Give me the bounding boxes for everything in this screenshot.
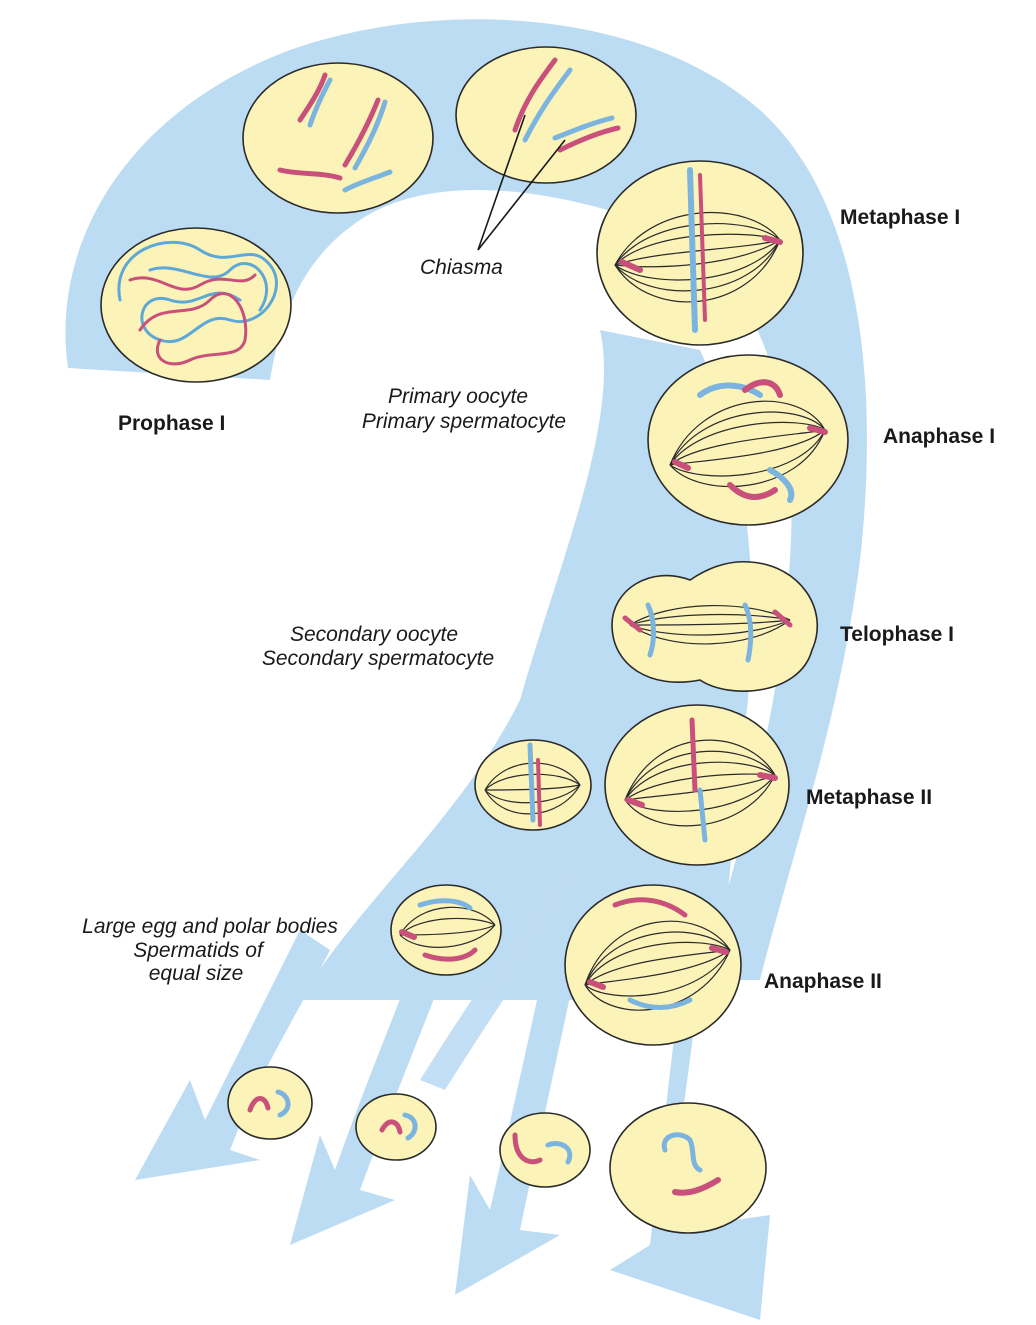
cell-telophase-1 bbox=[611, 560, 818, 692]
label-secondary-1: Secondary oocyte bbox=[290, 623, 458, 646]
cell-pairing bbox=[242, 62, 434, 214]
label-anaphase-1: Anaphase I bbox=[883, 425, 995, 448]
label-products-2: Spermatids of bbox=[133, 939, 265, 962]
label-primary-1: Primary oocyte bbox=[388, 385, 528, 408]
cell-metaphase-2-small bbox=[474, 739, 592, 831]
cell-product-3 bbox=[499, 1112, 591, 1188]
label-metaphase-1: Metaphase I bbox=[840, 206, 960, 229]
label-chiasma: Chiasma bbox=[420, 256, 503, 279]
label-telophase-1: Telophase I bbox=[840, 623, 954, 646]
cell-chiasma bbox=[455, 46, 637, 251]
label-products-3: equal size bbox=[149, 962, 244, 985]
arrow-2 bbox=[290, 890, 470, 1245]
label-prophase-1: Prophase I bbox=[118, 412, 225, 435]
arrow-strand-a bbox=[420, 860, 585, 1090]
label-metaphase-2: Metaphase II bbox=[806, 786, 932, 809]
label-anaphase-2: Anaphase II bbox=[764, 970, 882, 993]
label-primary-2: Primary spermatocyte bbox=[362, 410, 566, 433]
arrow-4 bbox=[610, 980, 770, 1320]
cell-product-2 bbox=[355, 1093, 437, 1161]
cell-metaphase-1 bbox=[596, 160, 804, 346]
arrow-1 bbox=[135, 930, 330, 1180]
cell-product-egg bbox=[609, 1102, 767, 1234]
cell-prophase-1 bbox=[100, 227, 292, 383]
cell-anaphase-2-small bbox=[390, 884, 502, 976]
cell-product-1 bbox=[227, 1066, 313, 1140]
label-secondary-2: Secondary spermatocyte bbox=[262, 647, 494, 670]
arrow-3 bbox=[455, 890, 590, 1295]
cell-metaphase-2-large bbox=[604, 704, 790, 866]
cell-anaphase-1 bbox=[647, 354, 849, 526]
cell-anaphase-2-large bbox=[564, 884, 742, 1046]
label-products-1: Large egg and polar bodies bbox=[82, 915, 338, 938]
